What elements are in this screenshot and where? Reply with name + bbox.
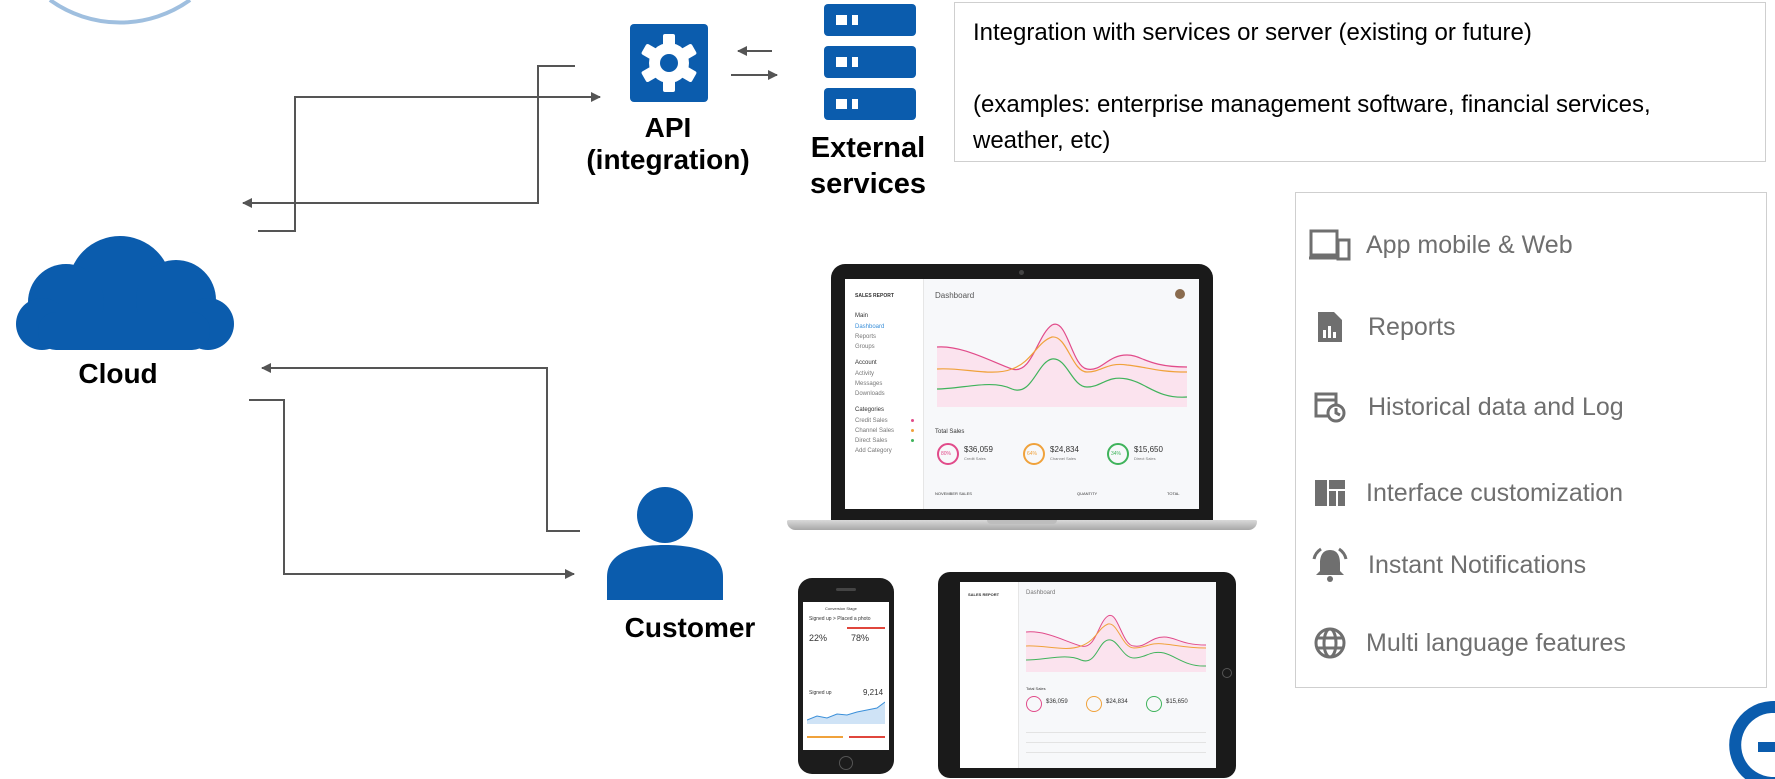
laptop-menu-item: Add Category [855, 448, 892, 454]
tablet-line-chart [1026, 615, 1206, 672]
laptop-stat-pct: 80% [941, 451, 952, 457]
phone-app-screen: Conversion Stage Signed up > Placed a ph… [803, 602, 889, 750]
arrow-api-to-cloud [242, 65, 575, 208]
feature-label: Reports [1368, 312, 1456, 341]
laptop-stat-name: Credit Sales [964, 456, 986, 461]
api-label: API (integration) [586, 112, 750, 176]
laptop-total-sales-label: Total Sales [935, 429, 965, 435]
laptop-menu-item: Messages [855, 381, 883, 387]
laptop-dashboard-screen: SALES REPORT Main Dashboard Reports Grou… [845, 279, 1199, 509]
phone-area-chart [807, 701, 885, 724]
laptop-menu-item: Credit Sales [855, 418, 888, 424]
laptop-menu-item: Channel Sales [855, 428, 895, 434]
laptop-menu-item: Dashboard [855, 324, 885, 330]
features-panel: App mobile & Web Reports Historical data… [1295, 192, 1767, 688]
arrow-cloud-to-api [258, 92, 601, 232]
arrow-customer-to-cloud [261, 363, 580, 532]
history-calendar-icon [1308, 387, 1352, 427]
laptop-sidebar-title: SALES REPORT [855, 293, 894, 299]
laptop-menu-item: Downloads [855, 391, 885, 397]
laptop-menu-item: Activity [855, 371, 875, 377]
laptop-dashboard-title: Dashboard [935, 291, 975, 300]
laptop-menu-item: Direct Sales [855, 438, 888, 444]
company-logo [1718, 700, 1775, 779]
cloud-icon [8, 232, 238, 350]
api-gear-icon [630, 24, 708, 102]
integration-description: Integration with services or server (exi… [954, 2, 1766, 162]
feature-label: Historical data and Log [1368, 392, 1624, 421]
feature-item: Interface customization [1296, 473, 1623, 513]
phone-signed-up: Signed up [809, 690, 832, 696]
report-file-icon [1308, 307, 1352, 347]
laptop-footer-col: NOVEMBER SALES [935, 491, 972, 496]
laptop-stat-amount: $24,834 [1050, 445, 1079, 454]
feature-label: App mobile & Web [1366, 230, 1573, 259]
tablet-device: SALES REPORT Dashboard Total Sales $36,0… [938, 572, 1236, 778]
phone-subtitle: Signed up > Placed a photo [809, 616, 871, 622]
decorative-circle-arc [48, 0, 192, 25]
laptop-stat-name: Channel Sales [1050, 456, 1077, 461]
laptop-device: SALES REPORT Main Dashboard Reports Grou… [787, 264, 1257, 538]
description-line2: (examples: enterprise management softwar… [973, 91, 1651, 154]
tablet-stat-amount: $15,650 [1166, 699, 1188, 705]
feature-label: Instant Notifications [1368, 550, 1587, 579]
laptop-stat-amount: $15,650 [1134, 445, 1163, 454]
laptop-main-label: Main [855, 313, 869, 319]
description-line1: Integration with services or server (exi… [973, 19, 1532, 46]
laptop-menu-item: Groups [855, 344, 875, 350]
tablet-total-sales-label: Total Sales [1026, 686, 1046, 691]
feature-item: Instant Notifications [1296, 545, 1586, 585]
laptop-menu-item: Reports [855, 334, 877, 340]
laptop-stat-amount: $36,059 [964, 445, 993, 454]
feature-label: Multi language features [1366, 628, 1626, 657]
laptop-footer-col: QUANTITY [1077, 491, 1098, 496]
phone-header: Conversion Stage [825, 606, 857, 611]
feature-item: App mobile & Web [1296, 225, 1573, 265]
server-stack-icon [824, 4, 916, 120]
laptop-account-label: Account [855, 360, 877, 366]
cloud-label: Cloud [78, 358, 158, 389]
external-services-label: External services [809, 132, 927, 200]
devices-icon [1308, 225, 1352, 265]
laptop-line-chart [937, 323, 1187, 407]
laptop-stat-name: Direct Sales [1134, 456, 1156, 461]
layout-icon [1308, 473, 1352, 513]
laptop-stat-pct: 64% [1027, 451, 1038, 457]
laptop-categories-label: Categories [855, 407, 885, 413]
feature-item: Historical data and Log [1296, 387, 1624, 427]
globe-icon [1308, 623, 1352, 663]
tablet-stat-amount: $36,059 [1046, 699, 1068, 705]
tablet-stat-amount: $24,834 [1106, 699, 1128, 705]
laptop-footer-col: TOTAL [1167, 491, 1180, 496]
tablet-dashboard-title: Dashboard [1026, 590, 1056, 596]
phone-left-pct: 22% [809, 633, 828, 643]
feature-item: Multi language features [1296, 623, 1626, 663]
arrow-cloud-to-customer [249, 399, 575, 579]
feature-item: Reports [1296, 307, 1456, 347]
feature-label: Interface customization [1366, 478, 1624, 507]
customer-person-icon [607, 487, 723, 600]
phone-device: Conversion Stage Signed up > Placed a ph… [798, 578, 894, 774]
phone-signed-value: 9,214 [863, 688, 884, 697]
customer-label: Customer [624, 612, 756, 643]
bell-icon [1308, 545, 1352, 585]
laptop-stat-pct: 34% [1111, 451, 1122, 457]
tablet-sidebar-title: SALES REPORT [968, 592, 1000, 597]
phone-right-pct: 78% [851, 633, 870, 643]
tablet-dashboard-screen: SALES REPORT Dashboard Total Sales $36,0… [960, 582, 1216, 768]
